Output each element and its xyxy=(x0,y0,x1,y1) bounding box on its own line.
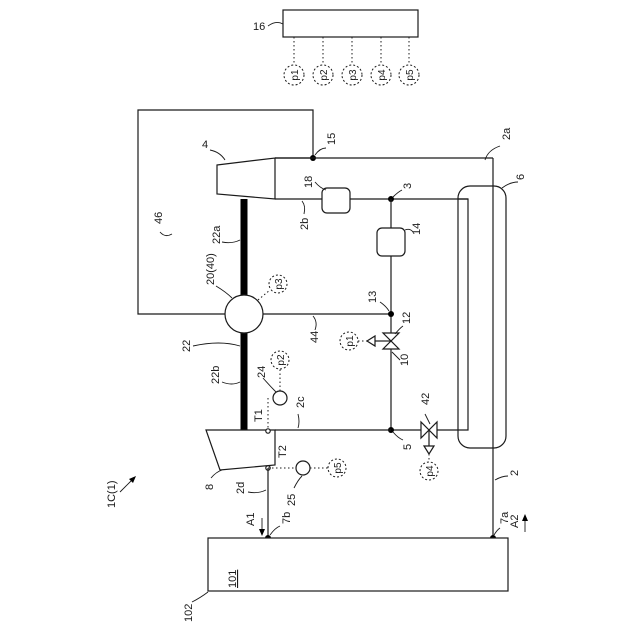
valve-42-sensor-p4: p4 xyxy=(420,454,438,480)
unit-102: 102 xyxy=(183,592,208,622)
svg-text:44: 44 xyxy=(309,331,321,343)
node-15: 15 xyxy=(310,133,338,161)
svg-text:T2: T2 xyxy=(277,445,289,458)
svg-text:p3: p3 xyxy=(348,69,359,81)
flow-arrow-a1: A1 xyxy=(245,513,265,536)
svg-text:15: 15 xyxy=(326,133,338,145)
motor-20: 20(40) xyxy=(205,253,263,333)
svg-text:1C(1): 1C(1) xyxy=(106,480,118,508)
system-label: 1C(1) xyxy=(106,476,136,508)
compressor-4: 4 xyxy=(202,139,275,199)
svg-text:22a: 22a xyxy=(211,225,223,244)
svg-text:2a: 2a xyxy=(501,127,513,140)
port-7b: 7b xyxy=(265,512,293,541)
pipe-2b: 2b xyxy=(275,199,468,230)
pipe-2d: 2d xyxy=(235,468,268,538)
svg-text:10: 10 xyxy=(399,354,411,366)
label-16: 16 xyxy=(253,21,265,33)
controller-sensor-p5: p5 xyxy=(399,65,419,85)
controller-sensor-p1: p1 xyxy=(284,65,304,85)
svg-text:2d: 2d xyxy=(235,482,247,494)
sensor-25: 25 p5 xyxy=(268,459,346,506)
controller-sensor-p3: p3 xyxy=(342,65,362,85)
svg-text:p2: p2 xyxy=(276,354,287,366)
svg-text:p4: p4 xyxy=(425,465,436,477)
svg-text:5: 5 xyxy=(402,444,414,450)
svg-text:13: 13 xyxy=(367,291,379,303)
svg-text:22b: 22b xyxy=(210,366,222,384)
svg-text:A1: A1 xyxy=(245,513,257,526)
svg-text:p2: p2 xyxy=(319,69,330,81)
controller-signal-lines xyxy=(294,37,409,64)
svg-text:24: 24 xyxy=(256,366,268,378)
svg-text:p1: p1 xyxy=(345,335,356,347)
svg-text:p3: p3 xyxy=(274,278,285,290)
svg-text:8: 8 xyxy=(204,484,216,490)
svg-text:18: 18 xyxy=(303,176,315,188)
svg-text:12: 12 xyxy=(401,312,413,324)
heat-exchanger-6: 6 xyxy=(391,174,527,448)
node-13: 13 xyxy=(367,291,394,317)
controller-16: 16 xyxy=(253,10,418,37)
turbine-8: 8 xyxy=(204,430,275,490)
svg-text:25: 25 xyxy=(286,494,298,506)
svg-text:A2: A2 xyxy=(509,515,521,528)
svg-text:102: 102 xyxy=(183,604,195,622)
svg-text:2c: 2c xyxy=(295,396,307,408)
pipe-2c: 2c xyxy=(275,396,391,430)
svg-text:2: 2 xyxy=(509,470,521,476)
svg-text:p5: p5 xyxy=(333,462,344,474)
pipe-2: 2 xyxy=(495,470,521,480)
valve-42: 42 xyxy=(420,393,437,454)
svg-text:14: 14 xyxy=(411,223,423,235)
controller-sensor-p4: p4 xyxy=(371,65,391,85)
valve-12-sensor-p1: p1 xyxy=(340,332,367,350)
svg-text:22: 22 xyxy=(181,340,193,352)
svg-text:p5: p5 xyxy=(405,69,416,81)
flow-arrow-a2: A2 xyxy=(509,514,528,532)
svg-text:6: 6 xyxy=(515,174,527,180)
valve-12: 12 xyxy=(367,312,413,349)
component-18: 18 xyxy=(303,176,350,213)
component-14: 14 xyxy=(377,223,423,256)
label-4: 4 xyxy=(202,139,208,151)
unit-101: 101 xyxy=(208,538,508,591)
svg-text:42: 42 xyxy=(420,393,432,405)
motor-sensor-p3: p3 xyxy=(258,275,287,300)
svg-text:101: 101 xyxy=(227,570,239,588)
svg-text:3: 3 xyxy=(402,183,414,189)
svg-text:2b: 2b xyxy=(299,218,311,230)
controller-sensor-p2: p2 xyxy=(313,65,333,85)
svg-text:7b: 7b xyxy=(281,512,293,524)
svg-text:46: 46 xyxy=(153,212,165,224)
svg-text:20(40): 20(40) xyxy=(205,253,217,285)
svg-text:p1: p1 xyxy=(290,69,301,81)
svg-text:p4: p4 xyxy=(377,69,388,81)
svg-text:T1: T1 xyxy=(253,409,265,422)
